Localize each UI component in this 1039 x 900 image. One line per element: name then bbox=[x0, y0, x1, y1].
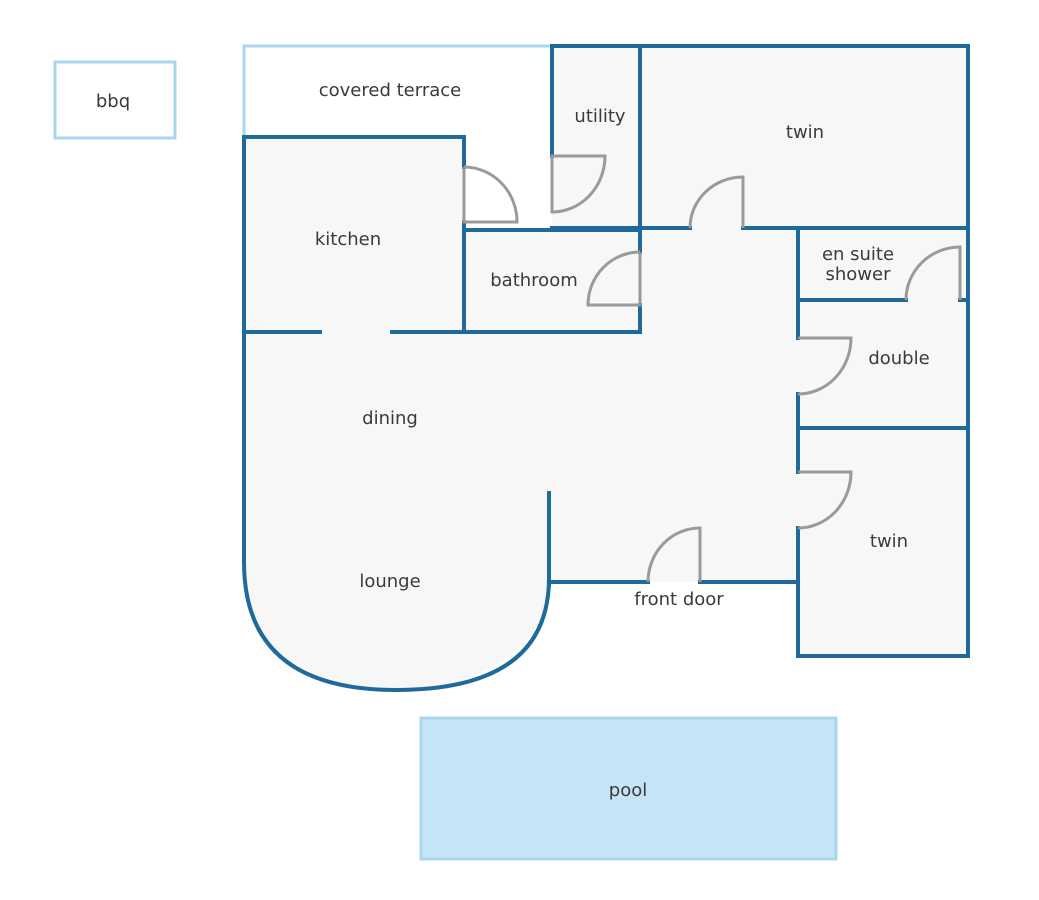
floor-area bbox=[244, 46, 968, 691]
door-en-suite bbox=[904, 245, 962, 301]
label-twin-bottom: twin bbox=[870, 531, 908, 552]
doors bbox=[462, 154, 962, 583]
covered-terrace-outline bbox=[242, 44, 552, 137]
label-kitchen: kitchen bbox=[315, 229, 381, 250]
door-front bbox=[646, 526, 702, 583]
label-en-suite: en suite bbox=[822, 244, 894, 265]
label-twin-top: twin bbox=[786, 122, 824, 143]
label-bathroom: bathroom bbox=[490, 270, 578, 291]
label-double: double bbox=[868, 348, 929, 369]
door-double bbox=[797, 336, 853, 396]
door-bathroom bbox=[586, 250, 642, 307]
pool bbox=[419, 716, 838, 861]
walls bbox=[242, 44, 970, 693]
door-kitchen bbox=[462, 165, 519, 224]
label-en-suite-shower: shower bbox=[826, 264, 892, 285]
label-dining: dining bbox=[362, 408, 418, 429]
door-twin-top bbox=[688, 175, 745, 229]
label-utility: utility bbox=[574, 106, 626, 127]
label-covered-terrace: covered terrace bbox=[319, 80, 461, 101]
label-pool: pool bbox=[609, 780, 647, 801]
label-front-door: front door bbox=[634, 589, 724, 610]
label-bbq: bbq bbox=[96, 91, 130, 112]
label-lounge: lounge bbox=[359, 571, 420, 592]
bbq-area bbox=[53, 60, 177, 140]
door-utility bbox=[550, 154, 607, 214]
room-labels: bbq covered terrace utility twin kitchen… bbox=[96, 80, 930, 801]
door-twin-bottom bbox=[797, 470, 853, 530]
